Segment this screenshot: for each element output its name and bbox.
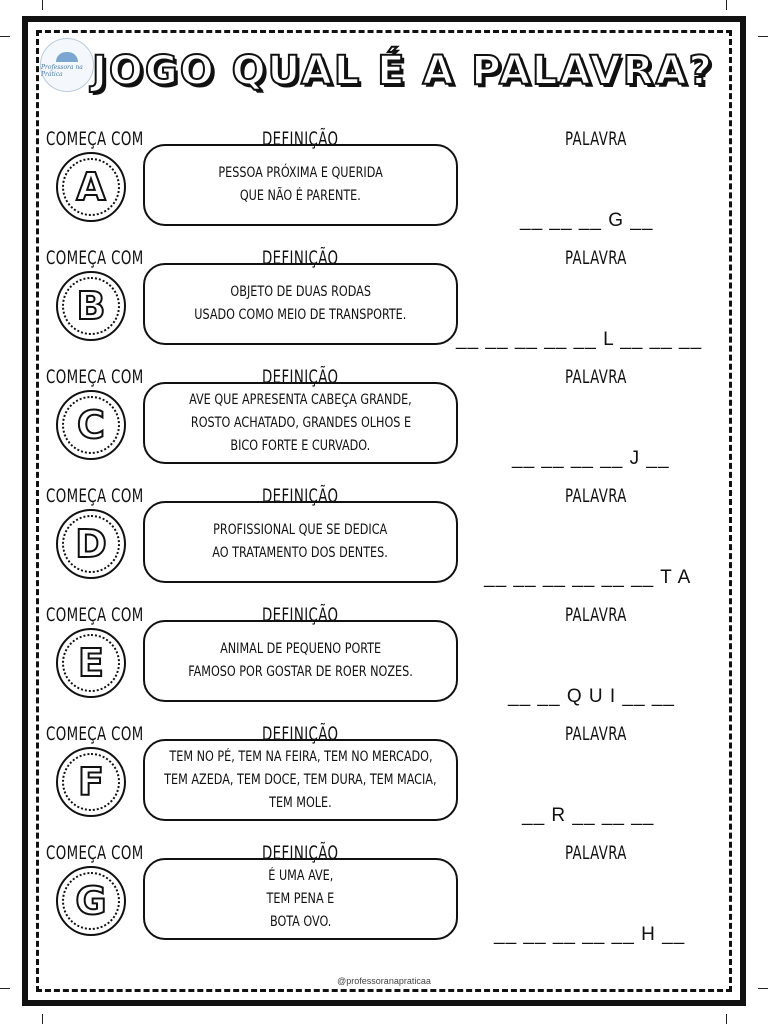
label-starts-with: COMEÇA COM [46, 366, 144, 388]
definition-line: BOTA OVO. [269, 913, 332, 930]
brand-logo: Professora na Prática [40, 38, 94, 92]
exercise-row: COMEÇA COM DEFINIÇÃO PALAVRA G É UMA AVE… [0, 842, 768, 961]
definition-line: AVE QUE APRESENTA CABEÇA GRANDE, [189, 391, 412, 408]
label-word: PALAVRA [565, 723, 627, 745]
crop-mark [726, 0, 727, 10]
wave-icon [56, 52, 78, 62]
definition-line: AO TRATAMENTO DOS DENTES. [212, 545, 389, 561]
definition-box: PROFISSIONAL QUE SE DEDICA AO TRATAMENTO … [143, 501, 458, 583]
letter-badge: D [56, 509, 126, 579]
definition-line: FAMOSO POR GOSTAR DE ROER NOZES. [188, 664, 413, 680]
exercise-row: COMEÇA COM DEFINIÇÃO PALAVRA E ANIMAL DE… [0, 604, 768, 723]
letter: D [74, 522, 108, 566]
definition-line: TEM NO PÉ, TEM NA FEIRA, TEM NO MERCADO, [168, 748, 433, 765]
crop-mark [726, 1014, 727, 1024]
letter: E [77, 641, 105, 685]
exercise-row: COMEÇA COM DEFINIÇÃO PALAVRA D PROFISSIO… [0, 485, 768, 604]
answer-blanks: __ __ __ __ __ L __ __ __ [456, 329, 703, 350]
logo-text: Professora na Prática [41, 64, 83, 78]
page-title: JOGO QUAL É A PALAVRA? [91, 47, 714, 95]
letter-badge: A [56, 152, 126, 222]
answer-blanks: __ R __ __ __ [522, 805, 655, 826]
label-starts-with: COMEÇA COM [46, 842, 144, 864]
answer-blanks: __ __ __ G __ [520, 210, 654, 231]
letter-badge: B [56, 271, 126, 341]
crop-mark [42, 1014, 43, 1024]
letter-badge: G [56, 866, 126, 936]
definition-box: AVE QUE APRESENTA CABEÇA GRANDE, ROSTO AC… [143, 382, 458, 464]
label-starts-with: COMEÇA COM [46, 604, 144, 626]
definition-box: PESSOA PRÓXIMA E QUERIDA QUE NÃO É PARENT… [143, 144, 458, 226]
letter-badge: C [56, 390, 126, 460]
answer-blanks: __ __ __ __ J __ [512, 448, 670, 469]
definition-line: PESSOA PRÓXIMA E QUERIDA [218, 165, 383, 181]
crop-mark [0, 988, 10, 989]
label-word: PALAVRA [565, 128, 627, 150]
exercise-row: COMEÇA COM DEFINIÇÃO PALAVRA F TEM NO PÉ… [0, 723, 768, 842]
crop-mark [758, 36, 768, 37]
label-word: PALAVRA [565, 366, 627, 388]
label-starts-with: COMEÇA COM [46, 723, 144, 745]
page-frame-dashed [36, 30, 732, 992]
letter-badge: F [56, 747, 126, 817]
page-frame-outer [22, 16, 746, 1006]
label-word: PALAVRA [565, 485, 627, 507]
letter: B [76, 284, 107, 328]
answer-blanks: __ __ Q U I __ __ [508, 686, 675, 707]
definition-line: OBJETO DE DUAS RODAS [230, 284, 371, 300]
crop-mark [0, 36, 10, 37]
letter: C [76, 403, 106, 447]
answer-blanks: __ __ __ __ __ H __ [494, 924, 686, 945]
crop-mark [42, 0, 43, 10]
label-starts-with: COMEÇA COM [46, 128, 144, 150]
definition-box: ANIMAL DE PEQUENO PORTE FAMOSO POR GOSTAR… [143, 620, 458, 702]
definition-line: TEM AZEDA, TEM DOCE, TEM DURA, TEM MACIA… [164, 771, 437, 788]
definition-line: ROSTO ACHATADO, GRANDES OLHOS E [190, 414, 411, 431]
exercise-row: COMEÇA COM DEFINIÇÃO PALAVRA A PESSOA PR… [0, 128, 768, 247]
definition-line: TEM PENA E [266, 890, 335, 907]
letter: G [74, 879, 107, 923]
definition-line: TEM MOLE. [269, 794, 332, 811]
exercise-row: COMEÇA COM DEFINIÇÃO PALAVRA B OBJETO DE… [0, 247, 768, 366]
definition-box: TEM NO PÉ, TEM NA FEIRA, TEM NO MERCADO,… [143, 739, 458, 821]
definition-line: É UMA AVE, [268, 867, 333, 884]
exercise-row: COMEÇA COM DEFINIÇÃO PALAVRA C AVE QUE A… [0, 366, 768, 485]
definition-line: QUE NÃO É PARENTE. [240, 188, 361, 204]
definition-box: OBJETO DE DUAS RODAS USADO COMO MEIO DE T… [143, 263, 458, 345]
label-starts-with: COMEÇA COM [46, 485, 144, 507]
answer-blanks: __ __ __ __ __ __ T A [484, 567, 692, 588]
label-word: PALAVRA [565, 247, 627, 269]
footer-credit: @professoranapraticaa [337, 976, 431, 986]
letter: F [77, 760, 105, 804]
definition-line: BICO FORTE E CURVADO. [230, 437, 371, 454]
letter: A [75, 165, 106, 209]
definition-line: PROFISSIONAL QUE SE DEDICA [213, 522, 388, 538]
label-starts-with: COMEÇA COM [46, 247, 144, 269]
label-word: PALAVRA [565, 604, 627, 626]
definition-line: USADO COMO MEIO DE TRANSPORTE. [194, 307, 407, 323]
definition-line: ANIMAL DE PEQUENO PORTE [219, 641, 382, 657]
definition-box: É UMA AVE, TEM PENA E BOTA OVO. [143, 858, 458, 940]
label-word: PALAVRA [565, 842, 627, 864]
letter-badge: E [56, 628, 126, 698]
crop-mark [758, 988, 768, 989]
